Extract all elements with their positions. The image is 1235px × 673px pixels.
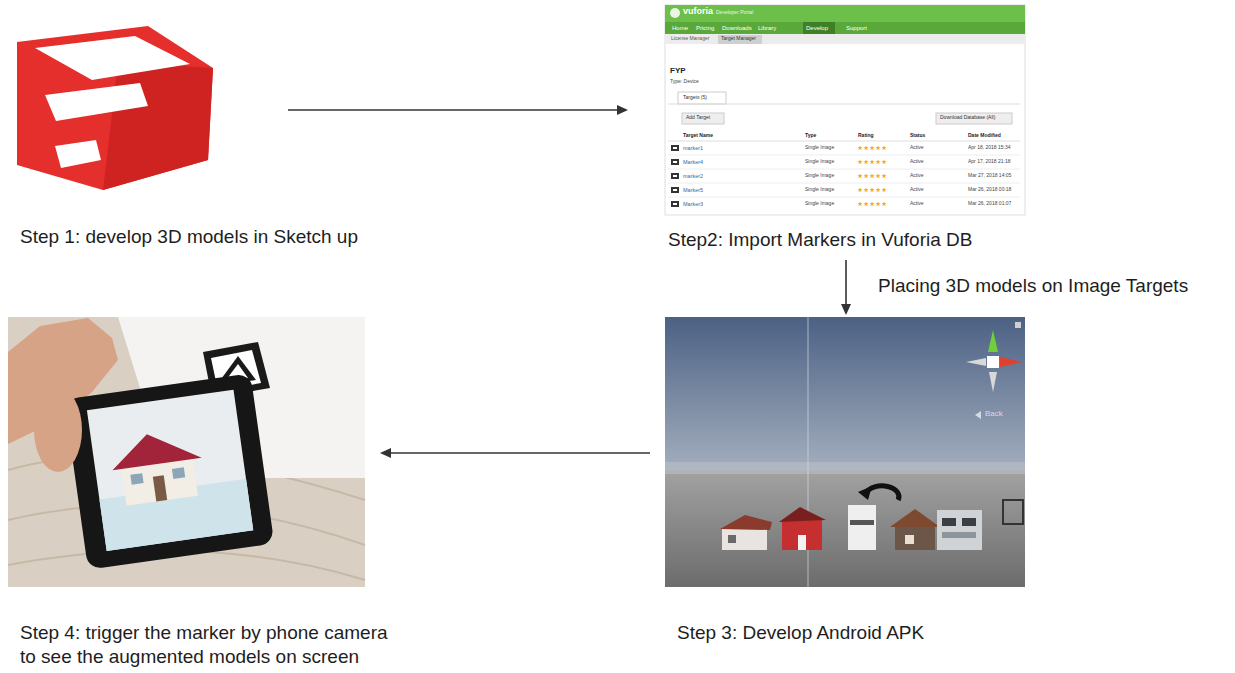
screenshot-text: Back [985, 410, 1003, 419]
step-caption: Step 1: develop 3D models in Sketch up [20, 225, 358, 249]
screenshot-text: Download Database (All) [940, 115, 995, 121]
step-panel: Step2: Import Markers in Vuforia DB [665, 5, 1025, 215]
screenshot-text: Single Image [805, 201, 834, 207]
screenshot-text: marker1 [683, 145, 703, 151]
screenshot-text: Targets (5) [683, 95, 707, 101]
screenshot-text: Target Manager [721, 36, 756, 42]
step-caption: Step2: Import Markers in Vuforia DB [668, 228, 972, 252]
screenshot-text: Developer Portal [716, 10, 753, 16]
vuforia-screenshot [665, 5, 1025, 215]
edge-label: Placing 3D models on Image Targets [876, 274, 1190, 298]
screenshot-text: Home [672, 25, 688, 32]
arrow-head [380, 448, 391, 458]
step-panel: Step 4: trigger the marker by phone came… [8, 317, 365, 587]
flow-arrow [288, 105, 628, 115]
screenshot-text: Pricing [696, 25, 714, 32]
screenshot-text: Single Image [805, 145, 834, 151]
screenshot-text: Target Name [683, 133, 713, 139]
screenshot-text: Type [805, 133, 816, 139]
screenshot-text: Active [910, 187, 924, 193]
screenshot-text: Type: Device [670, 79, 699, 85]
screenshot-text: License Manager [671, 36, 709, 42]
flow-arrow [380, 448, 650, 458]
unity-screenshot [665, 317, 1025, 587]
screenshot-text: Marker3 [683, 201, 703, 207]
screenshot-text: Mar 26, 2018 01:07 [968, 201, 1011, 207]
screenshot-text: Active [910, 145, 924, 151]
sketchup-logo [17, 26, 213, 190]
screenshot-text: Marker5 [683, 187, 703, 193]
screenshot-text: Active [910, 201, 924, 207]
screenshot-text: Single Image [805, 173, 834, 179]
screenshot-text: Apr 18, 2018 15:34 [968, 145, 1011, 151]
step-caption: Step 3: Develop Android APK [677, 621, 924, 645]
step-panel: Step 3: Develop Android APK [665, 317, 1025, 587]
screenshot-text: marker2 [683, 173, 703, 179]
screenshot-text: Support [846, 25, 867, 32]
screenshot-text: Rating [858, 133, 874, 139]
screenshot-text: Date Modified [968, 133, 1001, 139]
screenshot-text: Downloads [722, 25, 752, 32]
screenshot-text: Active [910, 159, 924, 165]
screenshot-text: vuforia [683, 7, 713, 17]
screenshot-text: Develop [806, 25, 828, 32]
arrow-line [845, 260, 847, 306]
screenshot-text: Apr 17, 2018 21:18 [968, 159, 1011, 165]
screenshot-text: FYP [670, 67, 686, 76]
screenshot-text: Single Image [805, 187, 834, 193]
screenshot-text: Mar 26, 2018 00:18 [968, 187, 1011, 193]
screenshot-text: Status [910, 133, 925, 139]
arrow-line [389, 452, 650, 454]
flow-arrow [841, 260, 851, 315]
screenshot-text: Mar 27, 2018 14:05 [968, 173, 1011, 179]
step-caption: Step 4: trigger the marker by phone came… [20, 621, 391, 669]
screenshot-text: Single Image [805, 159, 834, 165]
screenshot-text: Marker4 [683, 159, 703, 165]
screenshot-text: Add Target [686, 115, 710, 121]
arrow-line [288, 109, 619, 111]
screenshot-text: Active [910, 173, 924, 179]
screenshot-text: Library [758, 25, 776, 32]
arrow-head [617, 105, 628, 115]
step-panel: Step 1: develop 3D models in Sketch up [15, 25, 215, 190]
ar-phone-photo [8, 317, 365, 587]
arrow-head [841, 304, 851, 315]
